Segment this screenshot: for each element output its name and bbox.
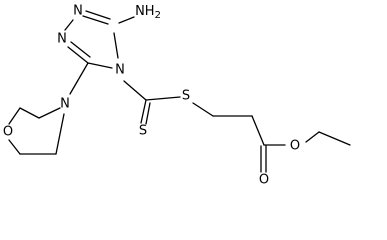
atom-ester-o: O xyxy=(290,139,300,154)
atom-thione-s: S xyxy=(139,124,147,139)
atom-thioester-s: S xyxy=(182,89,190,104)
bond-ester-o-ch2 xyxy=(305,131,320,143)
atom-triazole-n1: N xyxy=(73,4,83,19)
atom-amino: NH2 xyxy=(135,4,161,21)
bonds xyxy=(8,10,351,173)
bond-c5-n1-double xyxy=(85,10,111,20)
bond-n4-cs xyxy=(123,80,147,101)
bond-mn-ca xyxy=(38,107,61,119)
bond-cs-s xyxy=(145,96,181,101)
atom-morpholine-o: O xyxy=(3,125,13,140)
atom-triazole-n2: N xyxy=(57,32,67,47)
bond-n4-c5 xyxy=(113,32,119,59)
atom-morpholine-n: N xyxy=(60,97,70,112)
atom-triazole-n4: N xyxy=(115,63,125,78)
bond-c5-nh2 xyxy=(118,16,135,24)
bond-ca-cb xyxy=(19,107,40,119)
bond-n1-n2 xyxy=(64,19,74,31)
bond-cs-thione xyxy=(140,99,147,124)
bond-ch2-ch3 xyxy=(318,131,351,146)
chemical-structure: NH2 N N N S S N O O O xyxy=(3,4,351,188)
bond-n2-c3 xyxy=(67,46,89,64)
atom-labels: NH2 N N N S S N O O O xyxy=(3,4,300,188)
bond-cs-thione-double xyxy=(145,102,151,125)
atom-carbonyl-o: O xyxy=(259,173,269,188)
bond-c3-n4 xyxy=(87,62,113,69)
bond-s-ch2a xyxy=(192,102,214,117)
bond-cd-mn xyxy=(55,113,65,155)
bond-n2-c3-double xyxy=(70,41,91,58)
bond-o-cc xyxy=(8,139,21,155)
bond-ch2b-co xyxy=(251,115,265,146)
bond-n1-c5 xyxy=(82,15,109,25)
bond-c3-morpholine-n xyxy=(69,62,89,95)
bond-cb-o xyxy=(8,107,21,125)
